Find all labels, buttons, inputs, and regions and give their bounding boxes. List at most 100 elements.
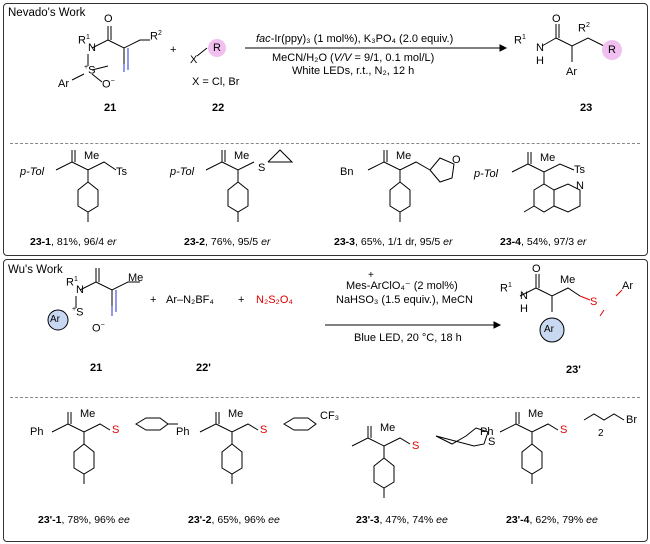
r1-label: R1 bbox=[514, 34, 526, 47]
italic: fac bbox=[256, 33, 271, 45]
me: Me bbox=[234, 150, 250, 162]
caption-23p-1: 23'-1, 78%, 96% ee bbox=[38, 514, 130, 526]
n-substituent: Bn bbox=[340, 166, 354, 178]
ar-label: Ar bbox=[622, 280, 633, 292]
yield: , 65%, 96% bbox=[211, 514, 269, 526]
me: Me bbox=[396, 150, 412, 162]
yield: , 76%, 95/5 bbox=[205, 236, 262, 248]
yield: , 78%, 96% bbox=[61, 514, 119, 526]
caption-23-3: 23-3, 65%, 1/1 dr, 95/5 er bbox=[334, 236, 453, 248]
panel-title: Wu's Work bbox=[8, 264, 63, 276]
sup: 1 bbox=[73, 276, 78, 283]
divider bbox=[10, 397, 640, 398]
ar-label: Ar bbox=[58, 78, 69, 90]
sodium-dithionite: N₂S₂O₄ bbox=[256, 294, 293, 306]
o-text: O bbox=[102, 78, 111, 91]
compound-label: 23' bbox=[566, 364, 581, 376]
id: 23'-2 bbox=[188, 514, 212, 526]
n-substituent: p-Tol bbox=[474, 168, 499, 180]
h: H bbox=[520, 302, 528, 315]
me: Me bbox=[80, 408, 96, 420]
plus-sign: + bbox=[238, 294, 245, 306]
text: -Ir(ppy)₃ (1 mol%), K₃PO₄ (2.0 equiv.) bbox=[270, 33, 454, 45]
id: 23-2 bbox=[184, 236, 206, 248]
text: = 9/1, 0.1 mol/L) bbox=[351, 52, 435, 64]
compound-label: 22 bbox=[212, 102, 225, 114]
compound-label: 21 bbox=[90, 362, 103, 374]
id: 23-1 bbox=[30, 236, 52, 248]
italic: V/V bbox=[333, 52, 352, 64]
r2-label: R2 bbox=[578, 22, 590, 35]
plus-charge: + bbox=[84, 64, 89, 71]
aryl-diazonium: Ar–N₂BF₄ bbox=[166, 294, 214, 306]
r2-label: R2 bbox=[150, 30, 162, 43]
bromine: Br bbox=[626, 414, 637, 426]
id: 23'-3 bbox=[356, 514, 380, 526]
n-substituent: p-Tol bbox=[170, 166, 195, 178]
panel-title: Nevado's Work bbox=[8, 7, 86, 19]
s-text: S bbox=[76, 306, 84, 319]
text: MeCN/H₂O ( bbox=[272, 52, 334, 64]
sup: 2 bbox=[585, 22, 590, 29]
id: 23'-1 bbox=[38, 514, 62, 526]
caption-23p-3: 23'-3, 47%, 74% ee bbox=[356, 514, 448, 526]
r1-label: R1 bbox=[500, 282, 512, 295]
me: Me bbox=[84, 150, 100, 162]
group: O bbox=[452, 154, 461, 166]
thiophene-s: S bbox=[488, 436, 496, 448]
r-text: R bbox=[66, 276, 74, 289]
n-atom: N bbox=[88, 42, 96, 54]
r1-label: R1 bbox=[78, 34, 90, 47]
sulfonyl-s: S bbox=[260, 424, 268, 436]
o-minus: O− bbox=[92, 322, 105, 335]
n-atom: N bbox=[76, 284, 84, 296]
sel: ee bbox=[586, 514, 598, 526]
conditions-line3: Blue LED, 20 °C, 18 h bbox=[354, 332, 462, 344]
ar-label: Ar bbox=[566, 66, 577, 78]
minus-charge: − bbox=[110, 78, 115, 85]
n-substituent: p-Tol bbox=[20, 166, 45, 178]
plus-sign: + bbox=[150, 294, 157, 306]
id: 23-3 bbox=[334, 236, 356, 248]
conditions-line2: NaHSO₃ (1.5 equiv.), MeCN bbox=[336, 294, 473, 306]
r-text: R bbox=[500, 282, 508, 295]
n-substituent: Ph bbox=[176, 426, 190, 438]
divider bbox=[10, 143, 640, 144]
conditions-line3: White LEDs, r.t., N₂, 12 h bbox=[292, 65, 415, 77]
group: S bbox=[258, 162, 266, 174]
sel: er bbox=[577, 236, 587, 248]
h: H bbox=[536, 54, 544, 67]
s-text: S bbox=[88, 64, 96, 77]
sel: ee bbox=[118, 514, 130, 526]
id: 23-4 bbox=[500, 236, 522, 248]
conditions-line1: fac-Ir(ppy)₃ (1 mol%), K₃PO₄ (2.0 equiv.… bbox=[256, 33, 453, 46]
r-text: R bbox=[578, 22, 586, 35]
s-atom: S bbox=[590, 296, 598, 308]
cf3: CF₃ bbox=[320, 410, 340, 422]
n: N bbox=[536, 42, 544, 54]
minus-charge: − bbox=[100, 322, 105, 329]
sup: 1 bbox=[507, 282, 512, 289]
s-atom: +S bbox=[84, 64, 95, 77]
caption-23-1: 23-1, 81%, 96/4 er bbox=[30, 236, 116, 248]
id: 23'-4 bbox=[506, 514, 530, 526]
me: Me bbox=[128, 272, 144, 284]
me: Me bbox=[560, 274, 576, 286]
sel: ee bbox=[268, 514, 280, 526]
caption-23p-4: 23'-4, 62%, 79% ee bbox=[506, 514, 598, 526]
r-text: R bbox=[514, 34, 522, 47]
compound-label: 23 bbox=[580, 102, 593, 114]
sel: er bbox=[107, 236, 117, 248]
sup: 2 bbox=[157, 30, 162, 37]
sel: er bbox=[443, 236, 453, 248]
chain-subscript: 2 bbox=[598, 428, 604, 439]
sup: 1 bbox=[85, 34, 90, 41]
o-atom: O bbox=[552, 13, 561, 25]
yield: , 54%, 97/3 bbox=[521, 236, 578, 248]
n: N bbox=[520, 290, 528, 302]
caption-23-2: 23-2, 76%, 95/5 er bbox=[184, 236, 270, 248]
me: Me bbox=[228, 408, 244, 420]
